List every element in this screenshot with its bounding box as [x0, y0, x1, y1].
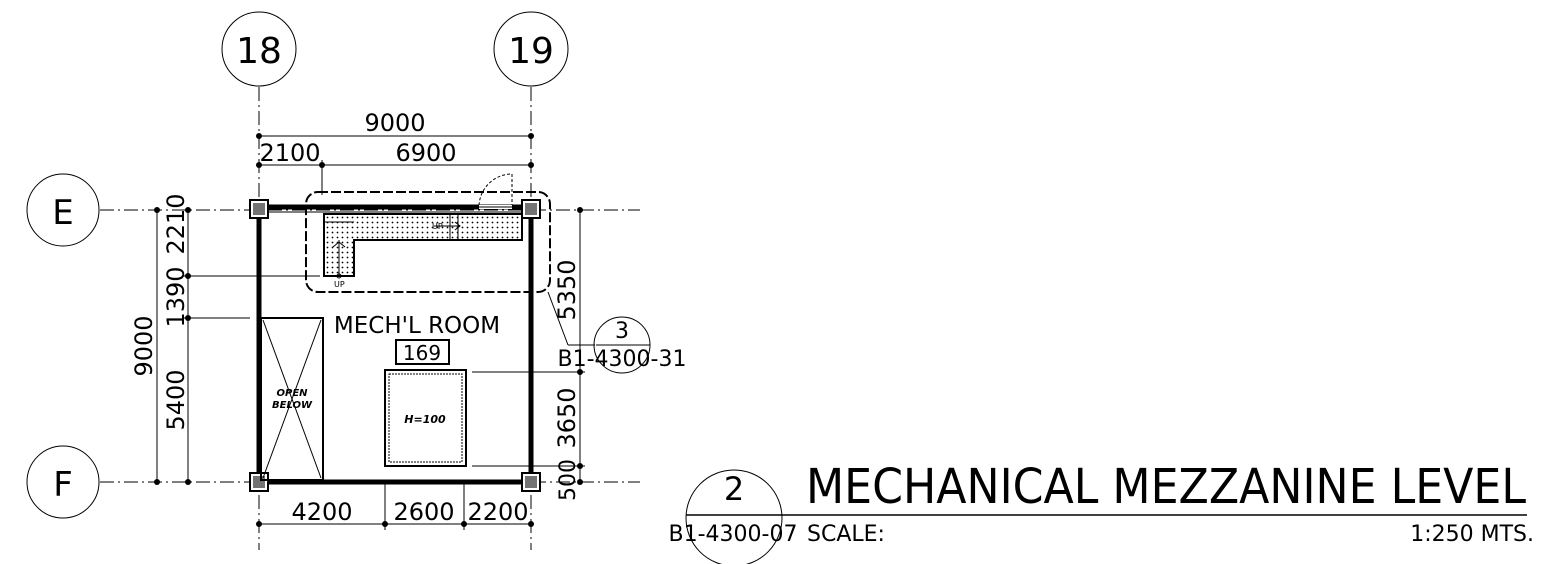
- section-callout: 3 B1-4300-31: [547, 291, 687, 374]
- dim-bottom-a: 4200: [291, 498, 352, 526]
- open-below-label-2: BELOW: [272, 400, 313, 411]
- grid-bubble-e: E: [26, 173, 100, 247]
- grid-label-18: 18: [236, 31, 282, 72]
- drawing-number: 2: [724, 470, 744, 508]
- stair-platform: UP UP: [305, 173, 551, 293]
- dim-top-right: 6900: [395, 139, 456, 167]
- title-block: 2 B1-4300-07 MECHANICAL MEZZANINE LEVEL …: [669, 459, 1534, 564]
- dim-right-c: 500: [556, 459, 581, 501]
- dimension-bottom: 4200 2600 2200: [256, 482, 534, 530]
- grid-bubble-f: F: [26, 445, 100, 519]
- grid-label-e: E: [52, 193, 73, 233]
- dim-left-total: 9000: [130, 315, 158, 376]
- grid-bubble-19: 19: [493, 11, 569, 87]
- section-callout-number: 3: [615, 319, 629, 344]
- stair-up-label-1: UP: [334, 280, 345, 289]
- drawing-title: MECHANICAL MEZZANINE LEVEL: [806, 459, 1526, 515]
- dim-left-c: 5400: [162, 369, 190, 430]
- section-callout-sheet: B1-4300-31: [558, 347, 687, 372]
- drawing-sheet-ref: B1-4300-07: [669, 522, 798, 547]
- dim-left-a: 2210: [162, 193, 190, 254]
- dimension-left: 9000 2210 1390 5400: [130, 193, 320, 485]
- grid-label-19: 19: [508, 31, 554, 72]
- dim-right-a: 5350: [553, 259, 581, 320]
- scale-value: 1:250 MTS.: [1410, 522, 1534, 547]
- dimension-top: 9000 2100 6900: [256, 109, 534, 195]
- grid-label-f: F: [53, 465, 73, 505]
- room-tag: MECH'L ROOM 169: [334, 313, 500, 365]
- open-below-area: OPEN BELOW: [260, 317, 324, 481]
- structural-columns: [249, 199, 541, 492]
- dim-bottom-b: 2600: [393, 498, 454, 526]
- open-below-label-1: OPEN: [276, 388, 308, 399]
- room-number: 169: [403, 341, 441, 365]
- equipment-label: H=100: [404, 413, 446, 426]
- stair-up-label-2: UP: [432, 222, 443, 231]
- dim-top-total: 9000: [364, 109, 425, 137]
- room-name: MECH'L ROOM: [334, 313, 500, 339]
- equipment-pad: H=100: [384, 369, 467, 467]
- dim-bottom-c: 2200: [467, 498, 528, 526]
- dim-right-b: 3650: [553, 387, 581, 448]
- dim-top-left: 2100: [259, 139, 320, 167]
- dimension-right: 5350 3650 500: [472, 207, 585, 501]
- scale-label: SCALE:: [807, 522, 885, 547]
- dim-left-b: 1390: [162, 266, 190, 327]
- grid-bubble-18: 18: [221, 11, 297, 87]
